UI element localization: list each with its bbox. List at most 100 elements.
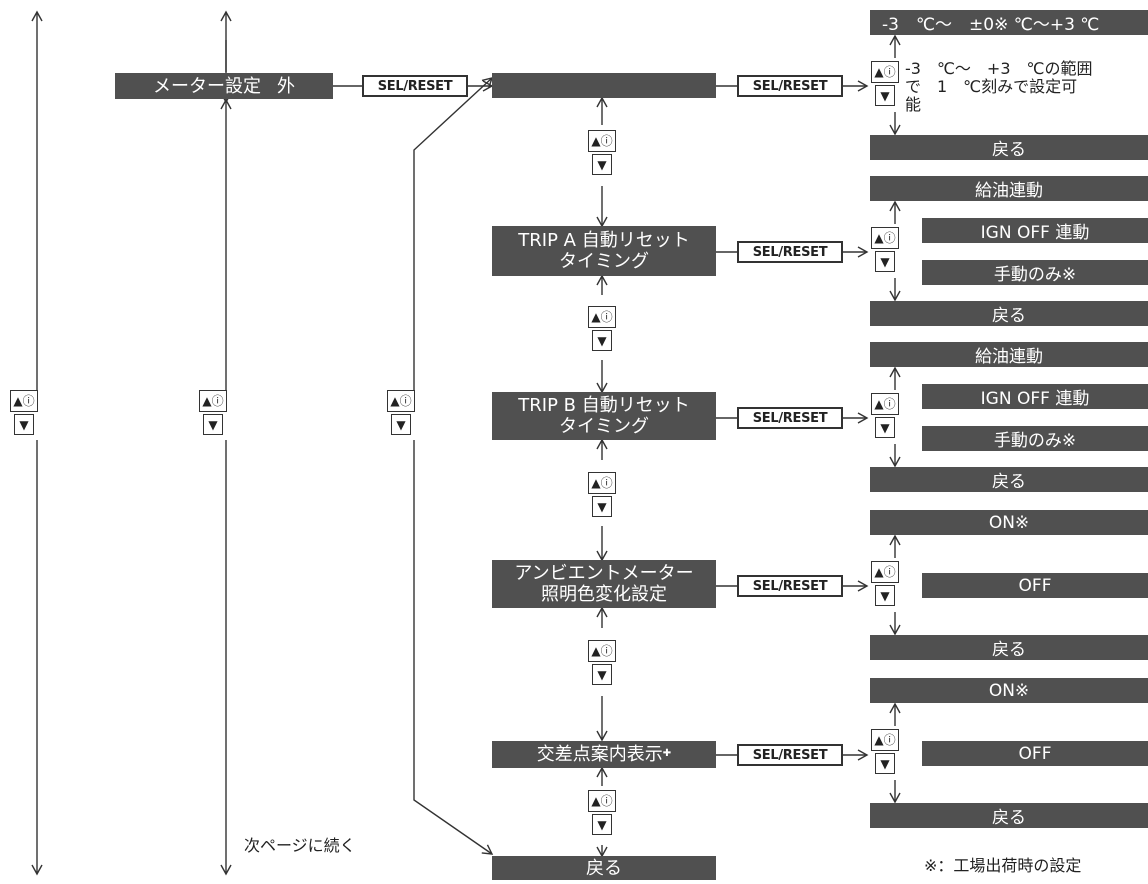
nav-up-info-button[interactable]: ▲ⓘ	[871, 393, 899, 415]
nav-buttons: ▲ⓘ ▼	[871, 227, 899, 273]
trip-b-line1: TRIP B 自動リセット	[518, 395, 690, 416]
trip-b-option-back[interactable]: 戻る	[870, 467, 1148, 492]
trip-a-line1: TRIP A 自動リセット	[518, 230, 690, 251]
intersection-option-on[interactable]: ON※	[870, 678, 1148, 703]
nav-up-info-button[interactable]: ▲ⓘ	[871, 61, 899, 83]
nav-up-info-button[interactable]: ▲ⓘ	[871, 227, 899, 249]
nav-down-button[interactable]: ▼	[592, 154, 612, 175]
trip-a-option-ign-off[interactable]: IGN OFF 連動	[922, 218, 1148, 243]
nav-down-button[interactable]: ▼	[592, 664, 612, 685]
nav-down-button[interactable]: ▼	[592, 814, 612, 835]
nav-down-button[interactable]: ▼	[203, 414, 223, 435]
ambient-option-on-label: ON※	[988, 512, 1030, 533]
sel-reset-button[interactable]: SEL/RESET	[737, 744, 843, 766]
temperature-back-option[interactable]: 戻る	[870, 135, 1148, 160]
center-item-trip-b[interactable]: TRIP B 自動リセット タイミング	[492, 392, 716, 440]
trip-a-line2: タイミング	[559, 251, 649, 272]
intersection-option-on-label: ON※	[988, 680, 1030, 701]
continued-note: 次ページに続く	[244, 836, 356, 855]
nav-down-button[interactable]: ▼	[875, 585, 895, 606]
temperature-desc-line2: で 1 ℃刻みで設定可	[905, 77, 1078, 96]
nav-down-button[interactable]: ▼	[875, 417, 895, 438]
trip-b-option-manual[interactable]: 手動のみ※	[922, 426, 1148, 451]
nav-up-info-button[interactable]: ▲ⓘ	[10, 390, 38, 412]
nav-buttons: ▲ⓘ ▼	[588, 640, 616, 686]
nav-buttons: ▲ⓘ ▼	[588, 130, 616, 176]
nav-up-info-button[interactable]: ▲ⓘ	[588, 472, 616, 494]
nav-buttons: ▲ⓘ ▼	[871, 393, 899, 439]
nav-up-info-button[interactable]: ▲ⓘ	[199, 390, 227, 412]
temperature-description: -3 ℃～ +3 ℃の範囲 で 1 ℃刻みで設定可 能	[905, 60, 1092, 114]
nav-buttons: ▲ⓘ ▼	[588, 472, 616, 518]
trip-a-option-back-label: 戻る	[992, 306, 1026, 326]
ambient-option-back[interactable]: 戻る	[870, 635, 1148, 660]
nav-down-button[interactable]: ▼	[592, 330, 612, 351]
sel-reset-button[interactable]: SEL/RESET	[362, 75, 468, 97]
nav-down-button[interactable]: ▼	[14, 414, 34, 435]
center-item-trip-a[interactable]: TRIP A 自動リセット タイミング	[492, 226, 716, 276]
center-back-label: 戻る	[586, 857, 622, 879]
sel-reset-button[interactable]: SEL/RESET	[737, 241, 843, 263]
center-back-bar[interactable]: 戻る	[492, 856, 716, 880]
trip-b-line2: タイミング	[559, 416, 649, 437]
meter-settings-bar[interactable]: メーター設定 外	[115, 73, 333, 99]
trip-b-option-ign-off-label: IGN OFF 連動	[980, 389, 1090, 409]
intersection-option-off-label: OFF	[1018, 743, 1052, 764]
nav-buttons: ▲ⓘ ▼	[10, 390, 38, 436]
nav-up-info-button[interactable]: ▲ⓘ	[588, 790, 616, 812]
nav-down-button[interactable]: ▼	[875, 251, 895, 272]
nav-buttons: ▲ⓘ ▼	[588, 790, 616, 836]
nav-up-info-button[interactable]: ▲ⓘ	[871, 561, 899, 583]
nav-buttons: ▲ⓘ ▼	[199, 390, 227, 436]
ambient-option-off[interactable]: OFF	[922, 573, 1148, 598]
ambient-option-on[interactable]: ON※	[870, 510, 1148, 535]
trip-a-option-refuel[interactable]: 給油連動	[870, 176, 1148, 201]
nav-buttons: ▲ⓘ ▼	[871, 561, 899, 607]
nav-buttons: ▲ⓘ ▼	[588, 306, 616, 352]
nav-up-info-button[interactable]: ▲ⓘ	[588, 130, 616, 152]
nav-up-info-button[interactable]: ▲ⓘ	[588, 640, 616, 662]
trip-a-option-back[interactable]: 戻る	[870, 301, 1148, 326]
trip-b-option-refuel[interactable]: 給油連動	[870, 342, 1148, 367]
trip-a-option-refuel-label: 給油連動	[975, 181, 1043, 201]
trip-a-option-manual-label: 手動のみ※	[993, 265, 1077, 285]
center-item-temperature[interactable]	[492, 73, 716, 98]
temperature-desc-line1: -3 ℃～ +3 ℃の範囲	[905, 59, 1093, 78]
trip-b-option-manual-label: 手動のみ※	[993, 431, 1077, 451]
nav-up-info-button[interactable]: ▲ⓘ	[588, 306, 616, 328]
trip-b-option-back-label: 戻る	[992, 472, 1026, 492]
temperature-back-label: 戻る	[992, 140, 1026, 160]
trip-a-option-manual[interactable]: 手動のみ※	[922, 260, 1148, 285]
factory-default-footnote: ※：工場出荷時の設定	[924, 856, 1082, 875]
intersection-label: 交差点案内表示	[536, 744, 663, 765]
ambient-line2: 照明色変化設定	[541, 584, 667, 605]
nav-down-button[interactable]: ▼	[875, 753, 895, 774]
sel-reset-button[interactable]: SEL/RESET	[737, 575, 843, 597]
center-item-intersection[interactable]: 交差点案内表示✚	[492, 741, 716, 768]
nav-down-button[interactable]: ▼	[391, 414, 411, 435]
intersection-option-back-label: 戻る	[992, 808, 1026, 828]
nav-down-button[interactable]: ▼	[875, 85, 895, 106]
ambient-option-off-label: OFF	[1018, 575, 1052, 596]
temperature-desc-line3: 能	[905, 95, 922, 114]
trip-a-option-ign-off-label: IGN OFF 連動	[980, 223, 1090, 243]
meter-settings-label: メーター設定	[153, 75, 261, 97]
nav-up-info-button[interactable]: ▲ⓘ	[871, 729, 899, 751]
intersection-option-back[interactable]: 戻る	[870, 803, 1148, 828]
nav-buttons: ▲ⓘ ▼	[387, 390, 415, 436]
temperature-range-bar[interactable]: -3 ℃～ ±0※ ℃～+3 ℃	[870, 10, 1148, 35]
sel-reset-button[interactable]: SEL/RESET	[737, 75, 843, 97]
intersection-option-off[interactable]: OFF	[922, 741, 1148, 766]
center-item-ambient-meter[interactable]: アンビエントメーター 照明色変化設定	[492, 560, 716, 608]
trip-b-option-refuel-label: 給油連動	[975, 347, 1043, 367]
sel-reset-button[interactable]: SEL/RESET	[737, 407, 843, 429]
ambient-line1: アンビエントメーター	[514, 563, 694, 584]
temperature-range-label: -3 ℃～ ±0※ ℃～+3 ℃	[882, 15, 1100, 35]
trip-b-option-ign-off[interactable]: IGN OFF 連動	[922, 384, 1148, 409]
plus-mark: ✚	[662, 748, 672, 759]
nav-down-button[interactable]: ▼	[592, 496, 612, 517]
nav-up-info-button[interactable]: ▲ⓘ	[387, 390, 415, 412]
nav-buttons: ▲ⓘ ▼	[871, 729, 899, 775]
